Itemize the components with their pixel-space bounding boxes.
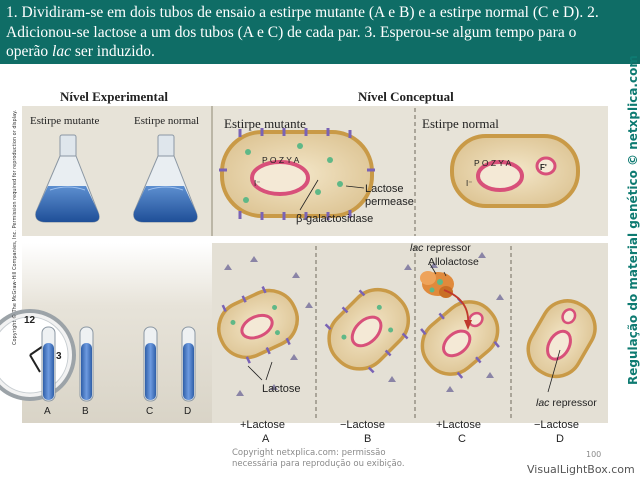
tube-label-c: C (146, 406, 153, 417)
page-number: 100 (586, 450, 602, 459)
mutant-cell-top: P O Z Y A I⁻ (219, 128, 375, 220)
instructions-line-2: Adicionou-se lactose a um dos tubos (A e… (6, 23, 577, 41)
lac-repressor-label-top: lac repressor (410, 242, 471, 254)
test-tubes: A B C D (41, 326, 196, 417)
tube-a (41, 326, 56, 402)
normal-cell-top: P O Z Y A I⁻ F' (450, 134, 580, 208)
instructions-line-3-end: ser induzido. (70, 43, 155, 60)
mutant-flask (35, 134, 100, 223)
flask-mutant-label: Estirpe mutante (30, 115, 99, 127)
repressor-pointer (429, 263, 437, 275)
condition-b-letter: B (364, 433, 371, 445)
tube-c (143, 326, 158, 402)
permease-pointer (345, 185, 365, 189)
allolactose-pointer (443, 271, 447, 277)
instructions-line-1: 1. Dividiram-se em dois tubos de ensaio … (6, 4, 599, 21)
beta-galactosidase-label: β-galactosidase (296, 213, 373, 225)
mutant-operon-label: P O Z Y A (262, 155, 300, 165)
bottom-panel: 12 3 6 A B C D (0, 242, 608, 445)
condition-a: +Lactose (240, 419, 285, 431)
clock-three: 3 (56, 351, 62, 362)
membrane-permeases (219, 128, 375, 220)
watermark[interactable]: VisualLightBox.com (527, 463, 635, 476)
lactose-pointer-2 (265, 361, 273, 381)
cell-d (526, 299, 597, 379)
galactosidase-pointer (299, 179, 319, 211)
conceptual-normal-label: Estirpe normal (422, 116, 499, 131)
flask-normal-label: Estirpe normal (134, 115, 199, 127)
instructions-line-3-start: operão (6, 43, 53, 60)
conceptual-mutant-label: Estirpe mutante (224, 116, 306, 131)
cell-c (420, 297, 500, 379)
permission-note-line-2: necessária para reprodução ou exibição. (232, 459, 405, 469)
tube-label-a: A (44, 406, 51, 417)
condition-d-letter: D (556, 433, 564, 445)
instructions-lac-word: lac (52, 43, 71, 60)
beta-galactosidase-molecules (243, 143, 343, 203)
lactose-permease-label-1: Lactose (365, 183, 404, 195)
lactose-molecules (218, 252, 504, 396)
lac-operon-diagram: Nível Experimental Nível Conceptual Esti… (0, 89, 608, 445)
condition-a-letter: A (262, 433, 270, 445)
tube-b (79, 326, 94, 402)
lactose-permease-label-2: permease (365, 196, 414, 208)
allolactose-label: Allolactose (428, 256, 479, 268)
condition-c-letter: C (458, 433, 466, 445)
tube-label-d: D (184, 406, 191, 417)
cell-b (324, 287, 411, 374)
nivel-conceptual-label: Nível Conceptual (358, 89, 454, 104)
normal-i-label: I⁻ (466, 179, 472, 188)
tube-d (181, 326, 196, 402)
side-credit: Regulação do material genético © netxpli… (626, 55, 640, 385)
condition-d: −Lactose (534, 419, 579, 431)
permission-note-line-1: Copyright netxplica.com: permissão (232, 448, 386, 458)
condition-b: −Lactose (340, 419, 385, 431)
f-prime-label: F' (540, 163, 547, 172)
condition-c: +Lactose (436, 419, 481, 431)
mutant-i-label: I⁻ (254, 179, 260, 188)
repressor-arrowhead (464, 320, 472, 330)
normal-flask (133, 134, 198, 223)
clock-twelve: 12 (24, 315, 36, 326)
cell-a (217, 286, 299, 364)
permission-note: Copyright netxplica.com: permissão neces… (232, 448, 412, 470)
lactose-label: Lactose (262, 383, 301, 395)
copyright-vertical: Copyright © The McGraw-Hill Companies, I… (12, 110, 18, 345)
instructions-banner: 1. Dividiram-se em dois tubos de ensaio … (0, 0, 640, 64)
instructions-line-3: operão lac ser induzido. (6, 42, 634, 62)
instructions-text: 1. Dividiram-se em dois tubos de ensaio … (6, 3, 634, 62)
lac-repressor-label-d: lac repressor (536, 397, 597, 409)
top-panel: Nível Experimental Nível Conceptual Esti… (22, 89, 608, 236)
nivel-experimental-label: Nível Experimental (60, 89, 168, 104)
tube-label-b: B (82, 406, 89, 417)
normal-operon-label: P O Z Y A (474, 158, 512, 168)
condition-labels: +Lactose A −Lactose B +Lactose C −Lactos… (240, 419, 579, 445)
lac-repressor-pointer-d (547, 349, 561, 393)
lactose-pointer-1 (247, 365, 263, 381)
